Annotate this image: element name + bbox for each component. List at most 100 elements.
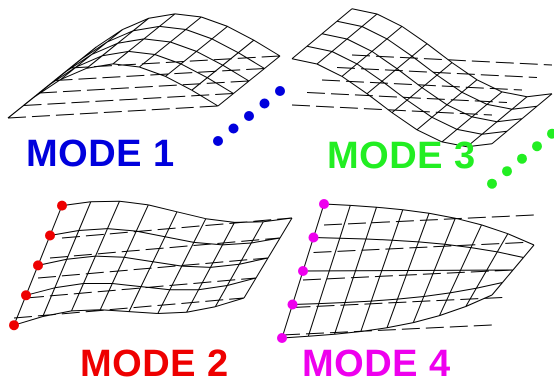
node-marker: [259, 98, 270, 109]
reference-grid-mode-3: [291, 54, 553, 116]
mesh-line: [169, 265, 183, 291]
mesh-line: [481, 224, 508, 235]
mesh-line: [128, 286, 142, 312]
mesh-line: [360, 327, 388, 332]
mesh-line: [263, 217, 293, 223]
mesh-line: [42, 310, 72, 317]
mesh-line: [148, 13, 176, 19]
mesh-line: [344, 300, 372, 303]
mesh-line: [237, 39, 255, 54]
mesh-line: [238, 52, 265, 69]
mesh-line: [360, 300, 372, 332]
node-marker: [213, 136, 223, 146]
mesh-line: [33, 84, 51, 98]
mesh-line: [491, 282, 503, 296]
mesh-line: [205, 218, 235, 223]
mesh-line: [486, 103, 513, 110]
mesh-line: [470, 247, 498, 253]
mesh-line: [423, 270, 435, 297]
mesh-line: [292, 270, 304, 305]
mesh-line: [78, 228, 108, 231]
node-marker: [244, 111, 254, 121]
mesh-line: [396, 55, 413, 70]
mesh-line: [135, 204, 149, 232]
mesh-line: [486, 91, 503, 105]
mesh-line: [449, 270, 461, 294]
mesh-line: [227, 277, 257, 286]
mesh-line: [386, 26, 403, 40]
mesh-line: [140, 261, 154, 287]
mesh-line: [436, 62, 453, 76]
node-marker: [33, 260, 43, 271]
mesh-line: [80, 46, 97, 60]
reference-line: [336, 67, 538, 78]
mesh-line: [71, 283, 84, 312]
mesh-line: [117, 38, 145, 44]
mesh-line: [217, 93, 234, 107]
mesh-line: [402, 209, 430, 214]
node-markers-mode-4: [277, 199, 329, 343]
mesh-line: [501, 91, 528, 98]
mesh-line: [49, 205, 63, 236]
node-marker: [277, 333, 287, 343]
mesh-line: [196, 38, 213, 52]
node-marker: [9, 320, 19, 331]
mesh-line: [60, 67, 87, 81]
node-markers-mode-2: [9, 200, 67, 331]
mesh-line: [75, 54, 92, 68]
mesh-line: [181, 265, 211, 268]
mesh-line: [502, 269, 514, 283]
mesh-line: [421, 87, 448, 106]
mesh-line: [193, 218, 207, 243]
mesh-line: [186, 289, 199, 313]
mesh-line: [331, 38, 348, 52]
mesh-line: [366, 93, 393, 113]
mesh-line: [444, 243, 472, 249]
mesh-line: [83, 255, 96, 284]
mesh-line: [37, 235, 51, 266]
mesh-line: [185, 29, 213, 40]
mode-4-label: MODE 4: [302, 343, 451, 384]
mesh-line: [148, 204, 178, 213]
reference-grid-mode-2: [13, 217, 293, 319]
mesh-line: [521, 105, 538, 120]
mesh-line: [491, 130, 508, 145]
mesh-line: [54, 283, 84, 289]
mesh-line: [128, 50, 155, 55]
mesh-line: [313, 203, 325, 238]
mesh-line: [511, 96, 528, 110]
mesh-line: [406, 87, 423, 101]
mesh-line: [106, 30, 134, 43]
mesh-line: [128, 311, 158, 314]
mesh-line: [291, 58, 318, 65]
mesh-line: [496, 118, 523, 123]
mesh-line: [350, 204, 377, 208]
mesh-line: [13, 295, 27, 326]
mesh-line: [460, 247, 472, 271]
mesh-line: [198, 267, 211, 291]
mesh-line: [371, 298, 398, 302]
mesh-line: [191, 89, 219, 107]
mesh-line: [165, 75, 193, 91]
mesh-line: [328, 238, 341, 272]
reference-line: [61, 217, 293, 239]
mesh-line: [181, 242, 195, 267]
mesh-line: [307, 303, 320, 337]
mesh-line: [185, 16, 202, 30]
node-marker: [298, 266, 308, 276]
mesh-line: [475, 269, 488, 289]
mesh-line: [339, 237, 367, 240]
mesh-line: [423, 292, 451, 297]
mesh-line: [346, 38, 373, 52]
mesh-line: [196, 50, 224, 66]
mesh-line: [416, 129, 443, 143]
mesh-line: [336, 20, 363, 27]
mesh-line: [413, 315, 440, 324]
mesh-line: [412, 296, 425, 323]
mesh-line: [198, 285, 228, 291]
reference-line: [37, 257, 269, 279]
mesh-line: [406, 99, 433, 118]
mesh-line: [211, 26, 228, 40]
mesh-line: [124, 256, 154, 263]
mesh-line: [226, 263, 240, 286]
